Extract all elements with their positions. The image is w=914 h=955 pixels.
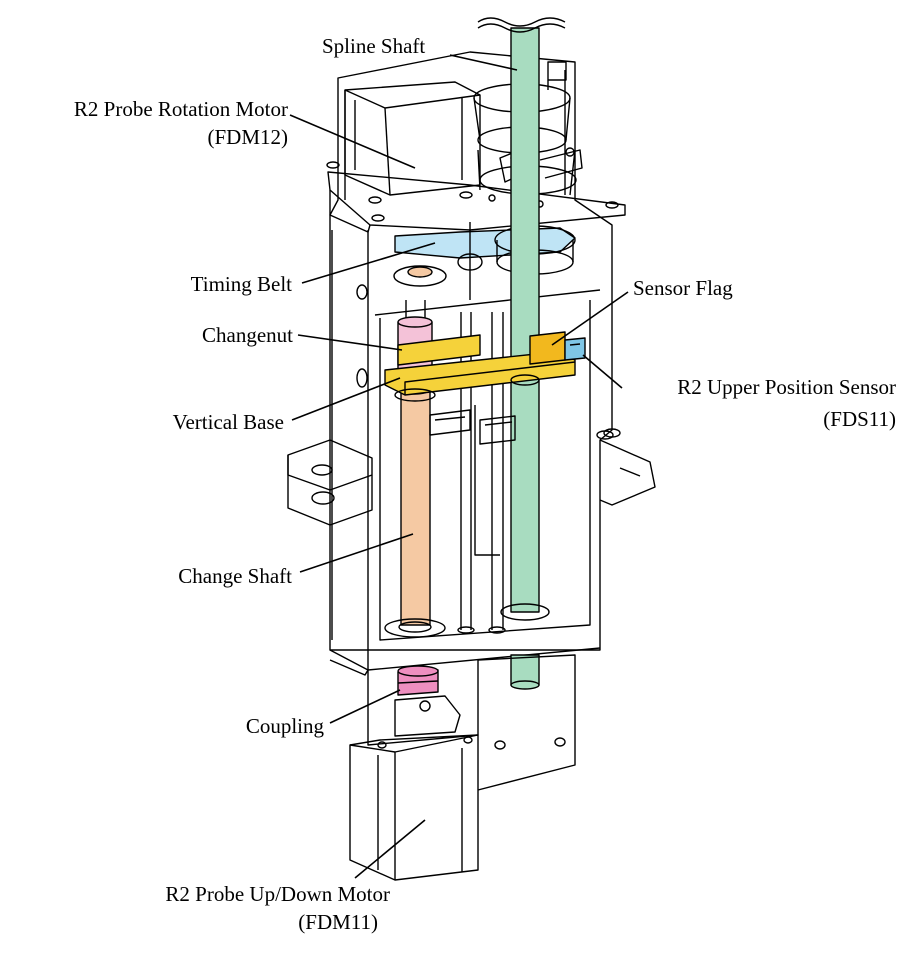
vertical-base — [384, 334, 576, 402]
upper-position-sensor — [564, 337, 586, 361]
timing-belt-assembly — [393, 222, 576, 300]
right-flange — [599, 428, 656, 506]
top-plate — [326, 161, 626, 242]
updown-motor-label: R2 Probe Up/Down Motor — [165, 882, 390, 906]
leader-lines — [289, 54, 629, 879]
timing-belt-label: Timing Belt — [190, 272, 292, 296]
updown-motor — [349, 734, 479, 881]
change-shaft-label: Change Shaft — [178, 564, 292, 588]
rotation-motor-label: R2 Probe Rotation Motor — [73, 97, 288, 121]
connector-board — [429, 405, 516, 556]
left-flange — [287, 439, 373, 526]
sensor-flag — [529, 331, 566, 365]
spline-shaft-label: Spline Shaft — [322, 34, 426, 58]
upper-sensor-id-label: (FDS11) — [823, 407, 896, 431]
spline-shaft — [477, 17, 566, 690]
coupling-label: Coupling — [245, 714, 324, 738]
vertical-base-label: Vertical Base — [172, 410, 284, 434]
updown-motor-id-label: (FDM11) — [298, 910, 378, 934]
lower-bracket — [367, 654, 576, 791]
upper-sensor-label: R2 Upper Position Sensor — [677, 375, 896, 399]
coupling — [397, 665, 439, 696]
rotation-motor-id-label: (FDM12) — [207, 125, 288, 149]
sensor-flag-label: Sensor Flag — [633, 276, 733, 300]
changenut-label: Changenut — [202, 323, 293, 347]
rotation-motor — [344, 81, 481, 196]
